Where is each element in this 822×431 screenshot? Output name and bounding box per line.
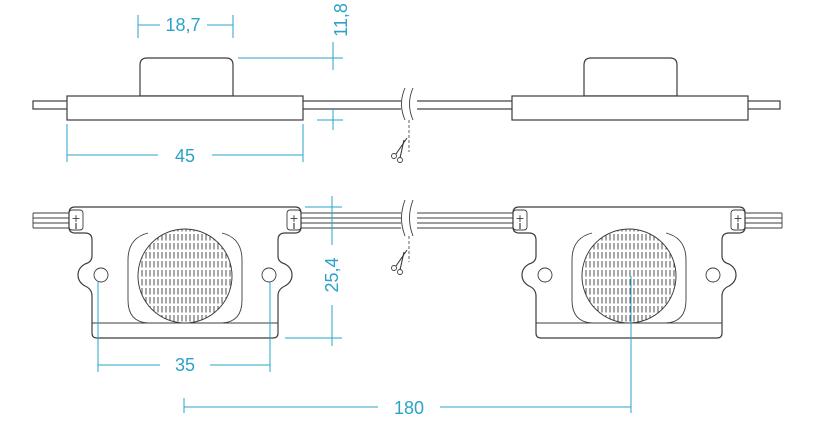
dim-label-height: 11,8 (331, 3, 351, 37)
dim-label-hole-spacing: 35 (175, 355, 195, 375)
wire-break-icon (401, 199, 417, 237)
top-module-2: + + (512, 206, 746, 339)
mount-hole-1b (261, 267, 277, 283)
dimension-hole-spacing: 35 (97, 282, 271, 375)
side-dome-1 (139, 57, 234, 97)
dim-label-module-length: 45 (175, 146, 195, 166)
dimension-module-length: 45 (66, 124, 304, 166)
mount-hole-2a (537, 267, 553, 283)
dim-label-pitch: 180 (394, 398, 424, 418)
plus-terminal-icon (286, 209, 302, 231)
scissors-icon (391, 137, 408, 163)
plus-terminal-icon (512, 209, 528, 231)
plus-terminal-icon (68, 209, 84, 231)
dim-label-module-height: 25,4 (322, 257, 342, 292)
svg-text:+: + (71, 212, 80, 225)
svg-text:+: + (733, 212, 742, 225)
scissors-icon (391, 249, 408, 275)
wire-break-icon (401, 87, 417, 121)
dimension-pitch: 180 (183, 276, 632, 418)
svg-text:+: + (515, 212, 524, 225)
dim-label-dome-width: 18,7 (165, 15, 200, 35)
plus-terminal-icon (730, 209, 746, 231)
svg-text:+: + (289, 212, 298, 225)
side-module-body-1 (66, 95, 304, 121)
dimension-height: 11,8 (238, 3, 351, 130)
dimension-dome-width: 18,7 (137, 15, 234, 38)
mount-hole-1a (93, 267, 109, 283)
dimension-module-height: 25,4 (285, 196, 342, 346)
mount-hole-2b (705, 267, 721, 283)
side-dome-2 (583, 57, 678, 97)
side-module-body-2 (511, 95, 749, 121)
top-view: + + + + (32, 199, 783, 339)
top-module-1: + + (68, 206, 302, 339)
side-view (32, 57, 781, 163)
